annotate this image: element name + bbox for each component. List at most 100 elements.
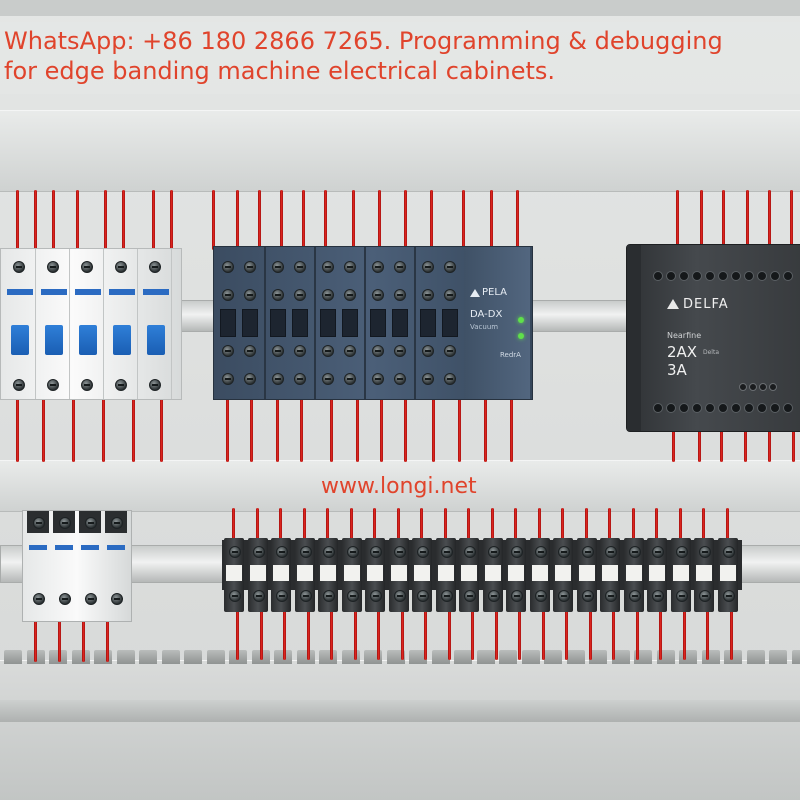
screw-icon <box>244 289 256 301</box>
terminal-block <box>482 538 503 612</box>
screw-icon <box>558 590 570 602</box>
plc-terminal <box>770 403 780 413</box>
screw-icon <box>675 590 688 602</box>
plc-side <box>627 245 641 431</box>
screw-icon <box>440 590 453 602</box>
breaker-pole-divider <box>69 249 70 399</box>
screw-icon <box>722 590 735 602</box>
plc-terminal <box>783 271 793 281</box>
screw-icon <box>115 261 127 273</box>
screw-icon <box>272 261 284 273</box>
wire <box>768 190 771 250</box>
terminal-label <box>484 565 501 581</box>
wire <box>584 508 588 544</box>
screw-icon <box>487 590 500 602</box>
wire <box>34 190 37 250</box>
wire <box>324 190 327 250</box>
screw-icon <box>299 590 312 602</box>
terminal-label <box>555 565 571 581</box>
wire <box>537 508 541 544</box>
wire <box>76 190 79 250</box>
wire <box>380 398 383 462</box>
comb-tooth <box>139 650 157 664</box>
wire <box>326 508 329 544</box>
wire <box>58 618 61 662</box>
contactor-label <box>29 545 47 550</box>
screw-icon <box>372 261 384 273</box>
wire <box>655 508 658 544</box>
screw-icon <box>394 261 406 273</box>
wire <box>400 588 404 660</box>
plc-terminal <box>679 403 689 413</box>
relay-window <box>342 309 358 337</box>
relay-divider <box>314 247 316 399</box>
terminal-block <box>553 538 573 612</box>
relay-window <box>320 309 336 337</box>
wire <box>462 190 465 250</box>
screw-icon <box>444 373 456 385</box>
screw-icon <box>272 373 284 385</box>
terminal-block <box>600 538 620 612</box>
screw-icon <box>111 593 123 605</box>
relay-window <box>220 309 236 337</box>
plc-line1-small: Delta <box>703 349 720 356</box>
wire <box>52 190 55 250</box>
screw-icon <box>47 379 59 391</box>
wire <box>122 190 125 250</box>
comb-tooth <box>386 650 405 664</box>
wire <box>302 508 306 544</box>
wire <box>258 190 261 250</box>
relay-model: DA-DX <box>470 309 503 320</box>
wire <box>518 588 521 660</box>
wire <box>232 508 235 544</box>
screw-icon <box>322 261 334 273</box>
screw-icon <box>440 546 453 558</box>
relay-window <box>442 309 458 337</box>
screw-icon <box>323 546 335 558</box>
wire <box>725 508 729 544</box>
screw-icon <box>628 590 641 602</box>
wire <box>510 398 513 462</box>
screw-icon <box>344 345 356 357</box>
screw-icon <box>511 546 523 558</box>
screw-icon <box>487 546 500 558</box>
wire <box>170 190 173 250</box>
screw-icon <box>511 590 523 602</box>
terminal-label <box>719 565 736 581</box>
screw-icon <box>605 590 617 602</box>
terminal-label <box>625 565 642 581</box>
comb-tooth <box>476 650 495 664</box>
wire <box>490 508 494 544</box>
contactor-label <box>81 545 99 550</box>
relay-window <box>242 309 258 337</box>
screw-icon <box>47 261 59 273</box>
wire <box>588 588 592 660</box>
breaker-label <box>75 289 101 295</box>
wire <box>42 398 45 462</box>
wire <box>353 588 357 660</box>
wire <box>471 588 474 660</box>
plc-terminal <box>783 403 793 413</box>
screw-icon <box>370 546 382 558</box>
plc-brand-triangle-icon <box>667 299 679 309</box>
screw-icon <box>372 345 384 357</box>
screw-icon <box>393 546 406 558</box>
comb-tooth <box>341 650 360 664</box>
screw-icon <box>444 345 456 357</box>
terminal-label <box>696 565 712 581</box>
wire <box>432 398 435 462</box>
screw-icon <box>294 373 306 385</box>
status-led-2 <box>518 333 524 339</box>
screw-icon <box>581 546 594 558</box>
plc-indicator <box>759 383 767 391</box>
terminal-block <box>318 538 338 612</box>
screw-icon <box>372 289 384 301</box>
screw-icon <box>222 261 234 273</box>
wire <box>226 398 229 462</box>
terminal-block <box>247 538 268 612</box>
comb-tooth <box>296 650 315 664</box>
breaker-label <box>41 289 67 295</box>
status-led-1 <box>518 317 524 323</box>
screw-icon <box>252 590 265 602</box>
wire <box>302 190 305 250</box>
